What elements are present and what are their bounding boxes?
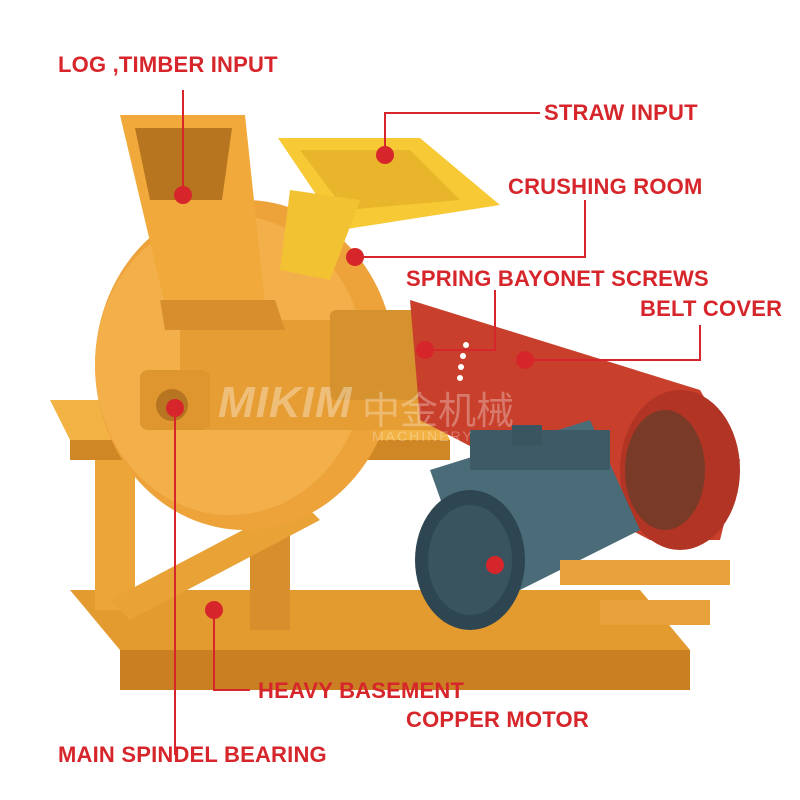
label-belt-cover: BELT COVER [640,296,783,321]
label-straw-input: STRAW INPUT [544,100,698,125]
straw-hopper [278,138,500,280]
callout-lines [174,90,701,755]
label-log-timber-input: LOG ,TIMBER INPUT [58,52,278,77]
callout-dots [166,146,534,619]
log-timber-hopper [120,115,285,330]
belt-cover [410,300,740,550]
label-copper-motor: COPPER MOTOR [406,707,589,732]
label-heavy-basement: HEAVY BASEMENT [258,678,465,703]
watermark-brand: MIKIM [218,378,353,427]
dotted-pointer [457,342,469,381]
label-spring-bayonet-screws: SPRING BAYONET SCREWS [406,266,709,291]
watermark-chinese: 中金机械 [362,389,515,433]
label-main-spindel-bearing: MAIN SPINDEL BEARING [58,742,327,767]
label-crushing-room: CRUSHING ROOM [508,174,703,199]
watermark-sub: MACHINERY [372,428,474,444]
copper-motor [415,420,730,630]
crusher-drum [95,200,440,530]
